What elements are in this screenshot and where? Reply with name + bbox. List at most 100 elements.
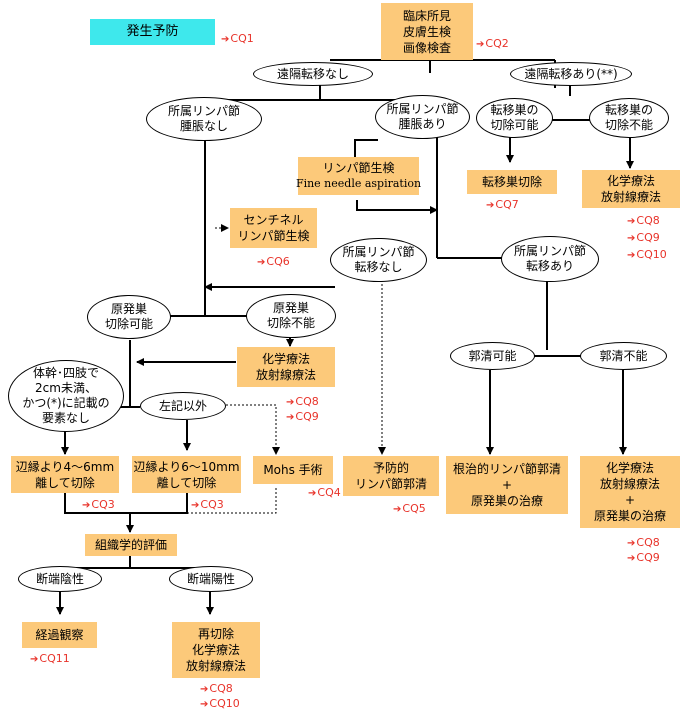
cq-sentinel[interactable]: ➔CQ6 [257,255,290,269]
cq-arrow-icon: ➔ [82,500,91,511]
cq-arrow-icon: ➔ [627,553,636,564]
prevention-box: 発生予防 [90,19,215,45]
met-resectable-oval: 転移巣の 切除可能 [476,98,553,138]
cq-arrow-icon: ➔ [286,412,295,423]
chemo-primary-line-3: + [624,493,636,507]
prevention-label: 発生予防 [126,24,179,39]
exam-line-2: 皮膚生検 [402,24,451,39]
primary-unresectable-oval: 原発巣 切除不能 [246,294,336,338]
cq-prevention[interactable]: ➔CQ1 [221,32,254,46]
ln-not-swollen-oval: 所属リンパ節 腫脹なし [146,97,262,141]
radical-line-3: 原発巣の治療 [470,494,543,508]
met-excision-label: 転移巣切除 [481,175,542,189]
reexcision-line-2: 化学療法 [191,643,240,657]
exam-line-3: 画像検査 [402,40,451,55]
histology-box: 組織学的評価 [85,534,177,556]
cq-arrow-icon: ➔ [486,200,495,211]
small-lesion-line-4: 要素なし [41,411,90,425]
margin-6-10-line-2: 離して切除 [156,475,217,490]
ln-no-met-oval: 所属リンパ節 転移なし [330,238,427,282]
prophylactic-line-2: リンパ節郭清 [354,477,427,491]
ln-biopsy-line-1: リンパ節生検 [322,161,395,175]
sentinel-line-2: リンパ節生検 [237,229,310,243]
margin-negative-label: 断端陰性 [35,571,84,586]
mohs-box: Mohs 手術 [253,456,333,484]
distant-label: 遠隔転移あり(**) [524,66,618,81]
met-unresectable-line-1: 転移巣の [604,103,653,117]
chemo-rt-1-line-2: 放射線療法 [600,190,661,204]
chemo-rt-2-line-2: 放射線療法 [255,368,316,382]
cq-arrow-icon: ➔ [308,488,317,499]
radical-line-1: 根治的リンパ節郭清 [452,462,561,476]
primary-unresectable-line-2: 切除不能 [266,316,315,330]
cq-arrow-icon: ➔ [30,654,39,665]
dissection-impossible-label: 郭清不能 [599,348,648,363]
ln-no-met-line-2: 転移なし [354,260,403,274]
cq-arrow-icon: ➔ [393,504,402,515]
cq-chemo-rt-primary[interactable]: ➔CQ8 ➔CQ9 [627,536,660,566]
cq-mohs[interactable]: ➔CQ4 [308,486,341,500]
cq-label: CQ8 [636,536,660,549]
primary-resectable-line-1: 原発巣 [110,302,147,316]
other-label: 左記以外 [158,398,207,413]
ln-not-swollen-line-1: 所属リンパ節 [167,104,240,118]
reexcision-box: 再切除 化学療法 放射線療法 [172,622,260,678]
cq-margin-4-6[interactable]: ➔CQ3 [82,498,115,512]
cq-prophylactic[interactable]: ➔CQ5 [393,502,426,516]
chemo-primary-line-4: 原発巣の治療 [593,509,666,523]
cq-arrow-icon: ➔ [200,699,209,710]
cq-margin-6-10[interactable]: ➔CQ3 [191,498,224,512]
cq-label: CQ3 [200,498,224,511]
cq-arrow-icon: ➔ [191,500,200,511]
cq-label: CQ8 [295,395,319,408]
primary-resectable-line-2: 切除可能 [104,317,153,331]
no-distant-label: 遠隔転移なし [276,66,349,81]
cq-arrow-icon: ➔ [221,34,230,45]
other-oval: 左記以外 [140,392,226,420]
small-lesion-oval: 体幹･四肢で 2cm未満、 かつ(*)に記載の 要素なし [8,360,124,432]
cq-met-excision[interactable]: ➔CQ7 [486,198,519,212]
dissection-possible-oval: 郭清可能 [450,342,535,370]
cq-chemo-rt-1[interactable]: ➔CQ8 ➔CQ9 ➔CQ10 [627,213,667,264]
distant-oval: 遠隔転移あり(**) [510,62,632,86]
cq-label: CQ8 [209,682,233,695]
ln-biopsy-line-2: Fine needle aspiration [295,177,422,190]
cq-label: CQ10 [209,697,240,710]
observation-label: 経過観察 [35,628,84,642]
ln-swollen-line-1: 所属リンパ節 [386,102,459,116]
sentinel-line-1: センチネル [243,213,304,227]
primary-resectable-oval: 原発巣 切除可能 [87,295,171,339]
met-unresectable-line-2: 切除不能 [604,118,653,132]
cq-label: CQ5 [402,502,426,515]
cq-arrow-icon: ➔ [627,233,636,244]
dissection-possible-label: 郭清可能 [468,348,517,363]
cq-label: CQ11 [39,652,70,665]
ln-not-swollen-line-2: 腫脹なし [179,119,228,133]
ln-met-line-1: 所属リンパ節 [513,244,586,258]
dissection-impossible-oval: 郭清不能 [580,342,667,370]
ln-biopsy-box: リンパ節生検 Fine needle aspiration [295,157,422,195]
cq-chemo-rt-2[interactable]: ➔CQ8 ➔CQ9 [286,395,319,425]
small-lesion-line-1: 体幹･四肢で [32,366,99,380]
chemo-primary-line-1: 化学療法 [605,461,654,475]
small-lesion-line-3: かつ(*)に記載の [22,396,110,410]
no-distant-oval: 遠隔転移なし [253,62,373,86]
radical-line-2: + [501,478,513,492]
cq-observation[interactable]: ➔CQ11 [30,652,70,666]
observation-box: 経過観察 [22,622,97,648]
cq-arrow-icon: ➔ [286,397,295,408]
cq-label: CQ9 [636,231,660,244]
margin-4-6-line-1: 辺縁より4〜6mm [15,459,115,474]
cq-label: CQ3 [91,498,115,511]
met-unresectable-oval: 転移巣の 切除不能 [589,98,669,138]
met-excision-box: 転移巣切除 [467,170,557,194]
exam-line-1: 臨床所見 [402,8,451,23]
chemo-rt-box-2: 化学療法 放射線療法 [237,347,335,387]
ln-met-oval: 所属リンパ節 転移あり [501,236,599,282]
margin-6-10-box: 辺縁より6〜10mm 離して切除 [132,456,241,493]
cq-exam[interactable]: ➔CQ2 [476,37,509,51]
ln-swollen-oval: 所属リンパ節 腫脹あり [375,95,470,139]
chemo-rt-2-line-1: 化学療法 [261,352,310,366]
cq-reexcision[interactable]: ➔CQ8 ➔CQ10 [200,682,240,712]
small-lesion-line-2: 2cm未満、 [35,381,97,395]
